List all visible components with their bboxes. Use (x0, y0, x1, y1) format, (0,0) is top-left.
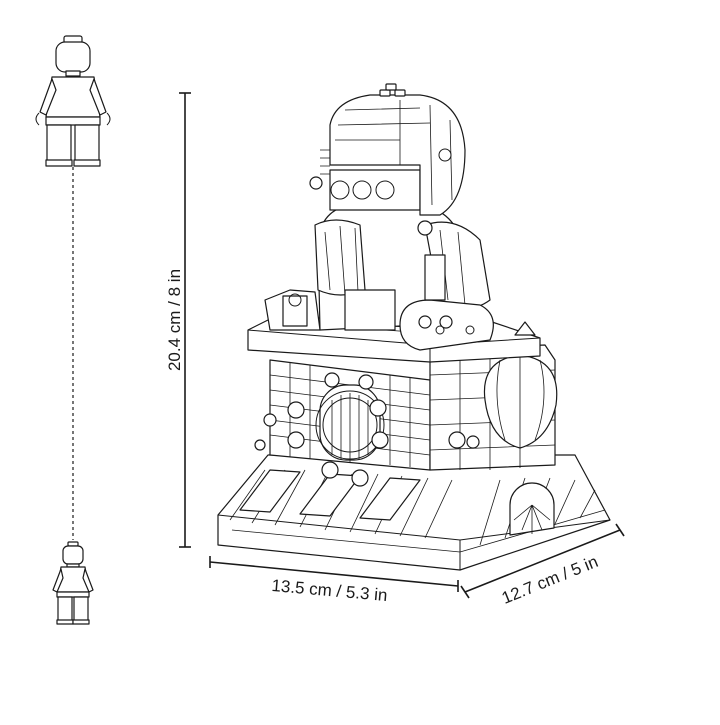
width-dimension-label: 13.5 cm / 5.3 in (271, 576, 388, 605)
minifigure-large-icon (35, 35, 111, 167)
height-dimension-line (179, 92, 191, 548)
minifigure-small-icon (52, 541, 94, 625)
temple-model-drawing (217, 83, 611, 571)
width-dimension-line (209, 556, 459, 592)
height-dimension-label: 20.4 cm / 8 in (165, 269, 184, 371)
depth-dimension-label: 12.7 cm / 5 in (499, 552, 601, 608)
depth-dimension-line (460, 523, 625, 599)
